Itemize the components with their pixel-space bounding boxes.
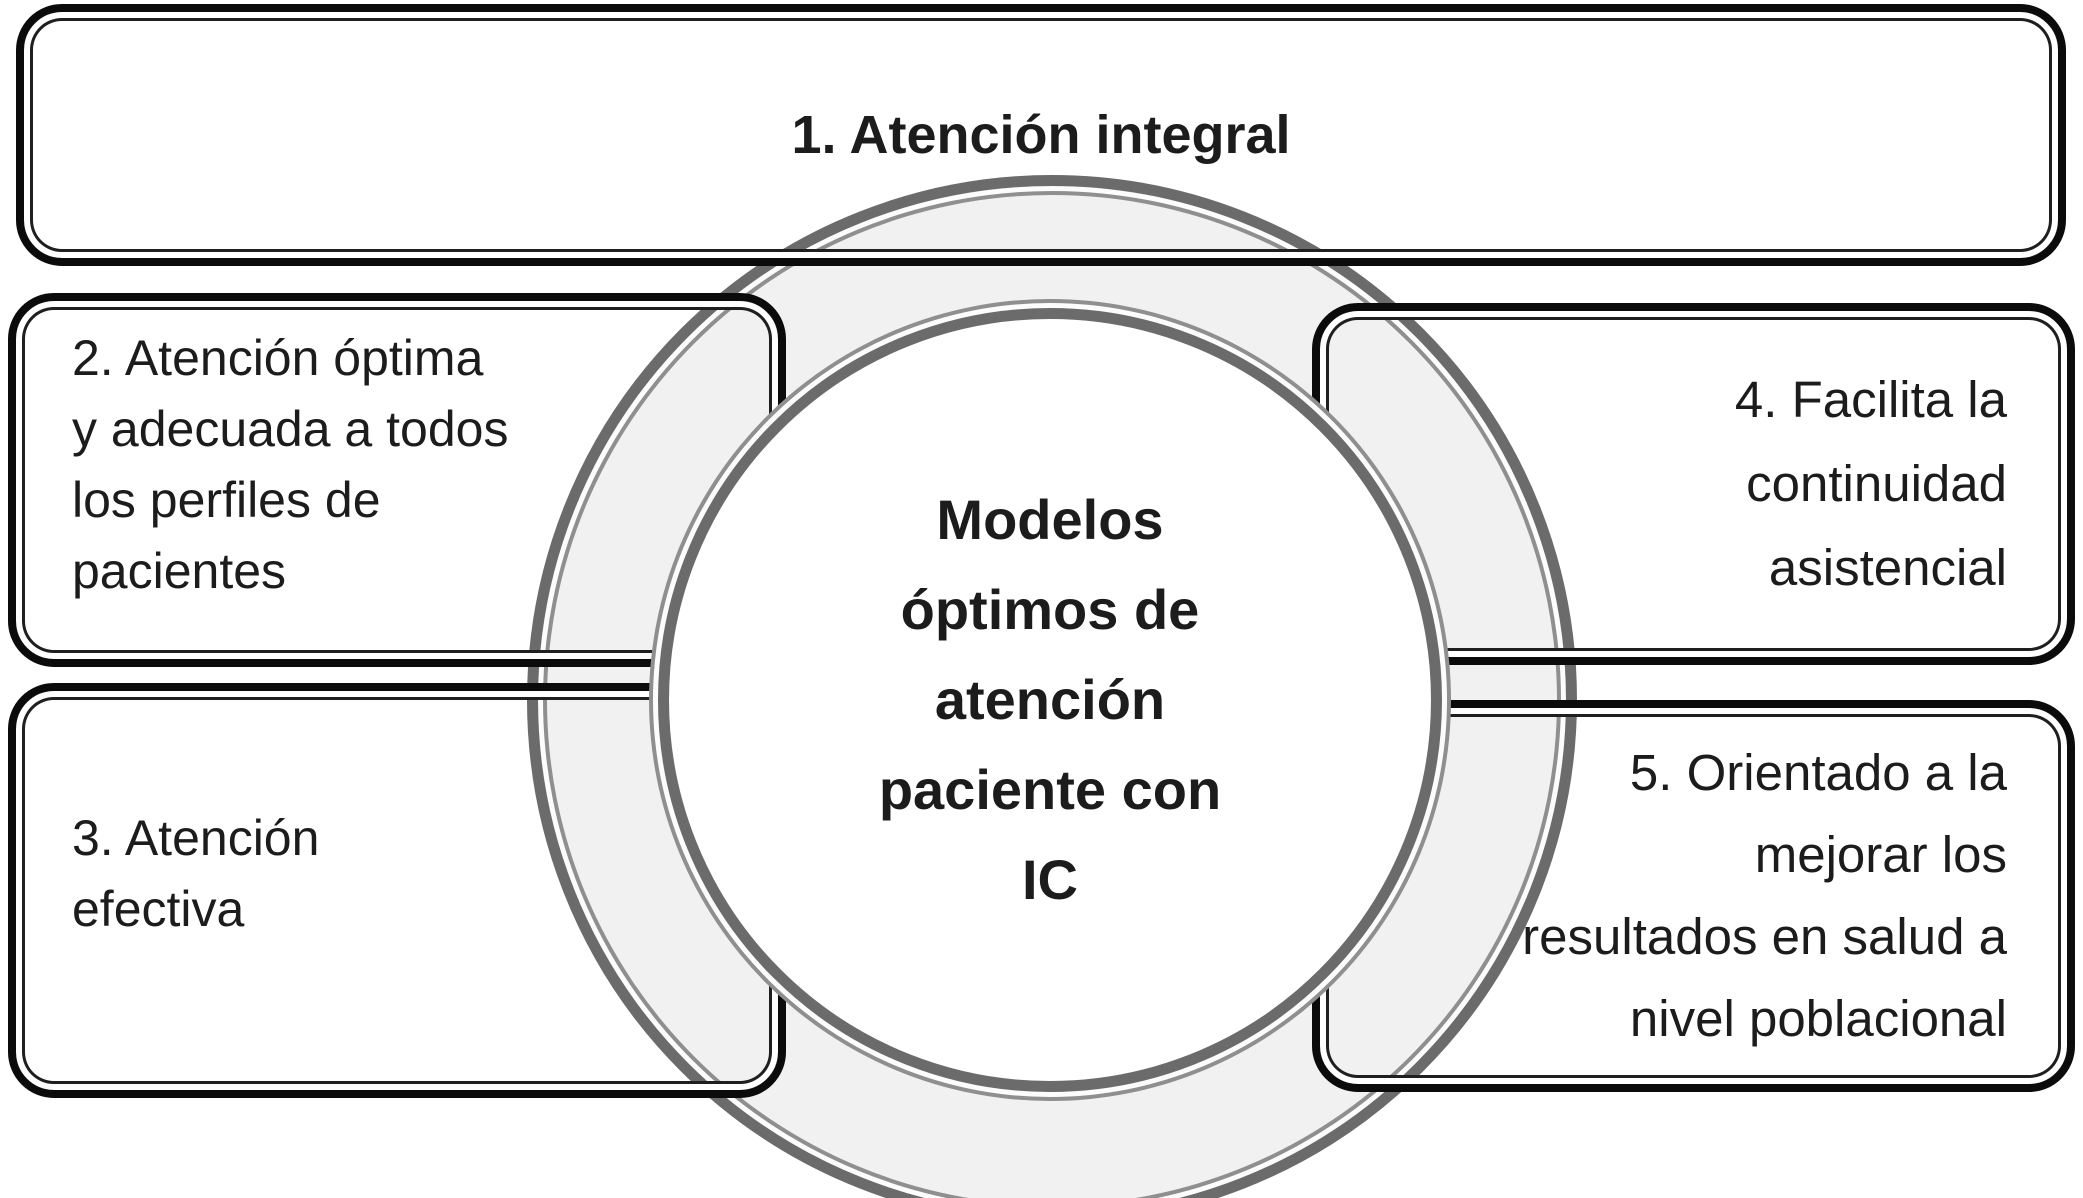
benefit-box-1-label: 1. Atención integral bbox=[791, 105, 1291, 165]
benefit-box-5-label: 5. Orientado a la mejorar los resultados… bbox=[1522, 744, 2007, 1047]
benefit-box-4-label: 4. Facilita la continuidad asistencial bbox=[1734, 371, 2007, 596]
benefit-box-3-label: 3. Atención efectiva bbox=[72, 810, 320, 937]
donut-ring-inner bbox=[658, 308, 1442, 1092]
benefit-box-1: 1. Atención integral bbox=[16, 4, 2066, 266]
benefit-box-4: 4. Facilita la continuidad asistencial bbox=[1312, 303, 2075, 665]
benefit-box-5: 5. Orientado a la mejorar los resultados… bbox=[1312, 700, 2075, 1092]
benefit-box-2: 2. Atención óptima y adecuada a todos lo… bbox=[8, 293, 786, 667]
benefit-box-2-label: 2. Atención óptima y adecuada a todos lo… bbox=[72, 330, 509, 599]
center-title: Modelos óptimos de atención paciente con… bbox=[878, 488, 1222, 911]
